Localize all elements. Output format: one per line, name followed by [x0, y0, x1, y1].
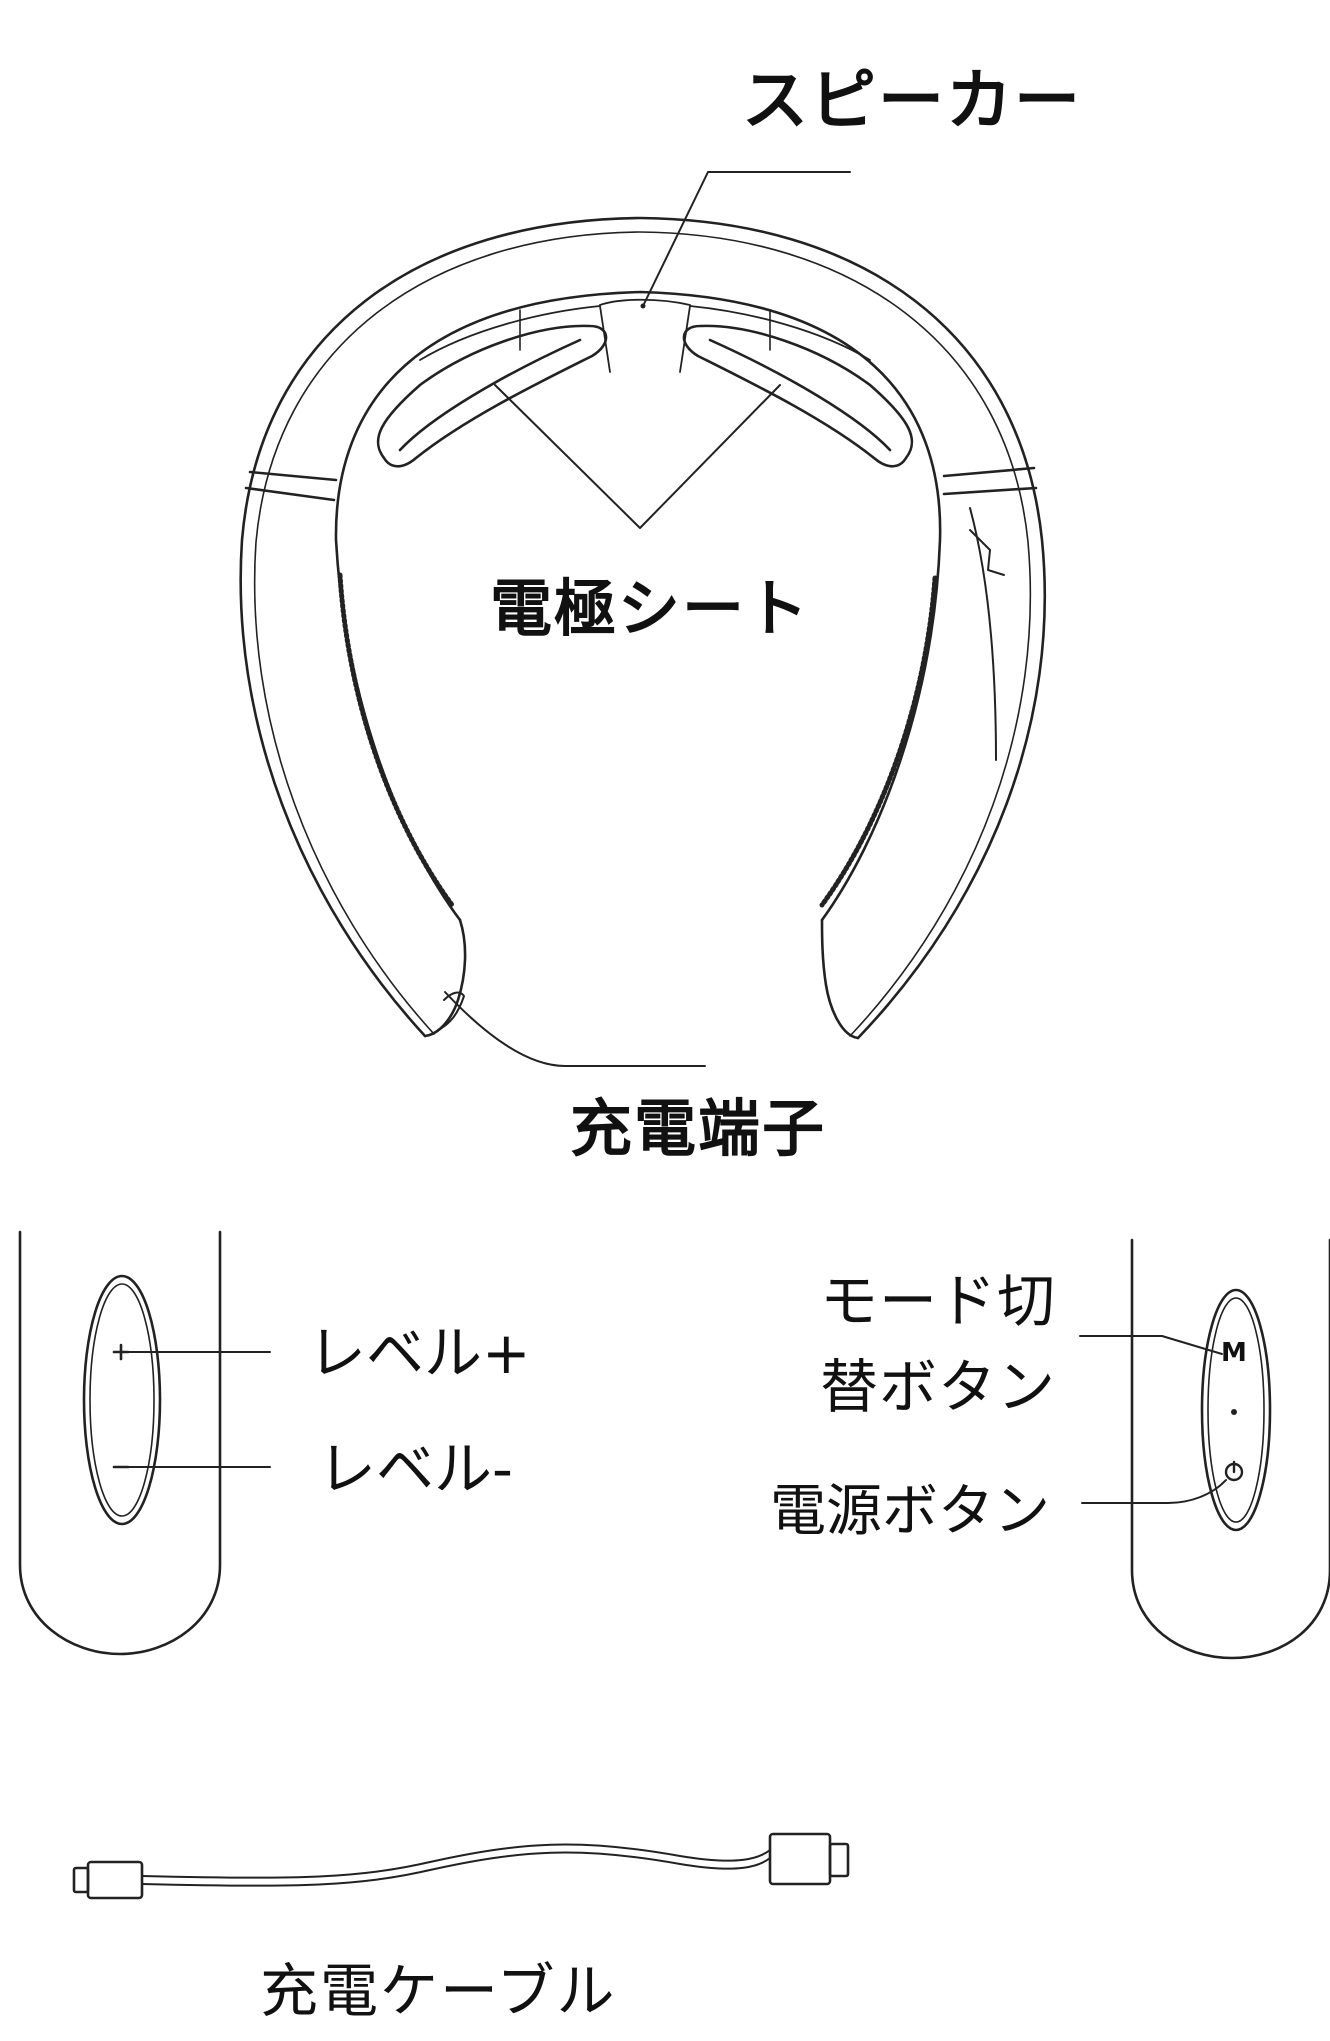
mode-button-glyph: M: [1221, 1338, 1247, 1368]
electrode-pads: [376, 298, 914, 468]
level-plus-label: レベル+: [308, 1319, 531, 1387]
electrode-leader: [494, 384, 781, 529]
mode-leader: [1079, 1335, 1223, 1355]
neck-massager-body: [239, 216, 1046, 1040]
mode-switch-label-line1: モード切: [820, 1267, 1057, 1335]
power-button-label: 電源ボタン: [770, 1479, 1050, 1544]
mode-switch-label-line2: 替ボタン: [820, 1353, 1057, 1421]
level-minus-label: レベル-: [318, 1435, 513, 1503]
speaker-label: スピーカー: [742, 62, 1082, 139]
power-leader: [1081, 1479, 1227, 1504]
leader-lines-top: [444, 171, 851, 1067]
right-end-detail: [1079, 1238, 1330, 1660]
left-end-detail: [18, 1230, 271, 1656]
charging-port-leader: [444, 991, 706, 1067]
speaker-leader: [642, 171, 851, 307]
electrode-sheet-label: 電極シート: [490, 572, 811, 645]
charging-cable: [72, 1832, 850, 1900]
charging-cable-label: 充電ケーブル: [260, 1957, 617, 2025]
charging-port-label: 充電端子: [570, 1092, 827, 1165]
